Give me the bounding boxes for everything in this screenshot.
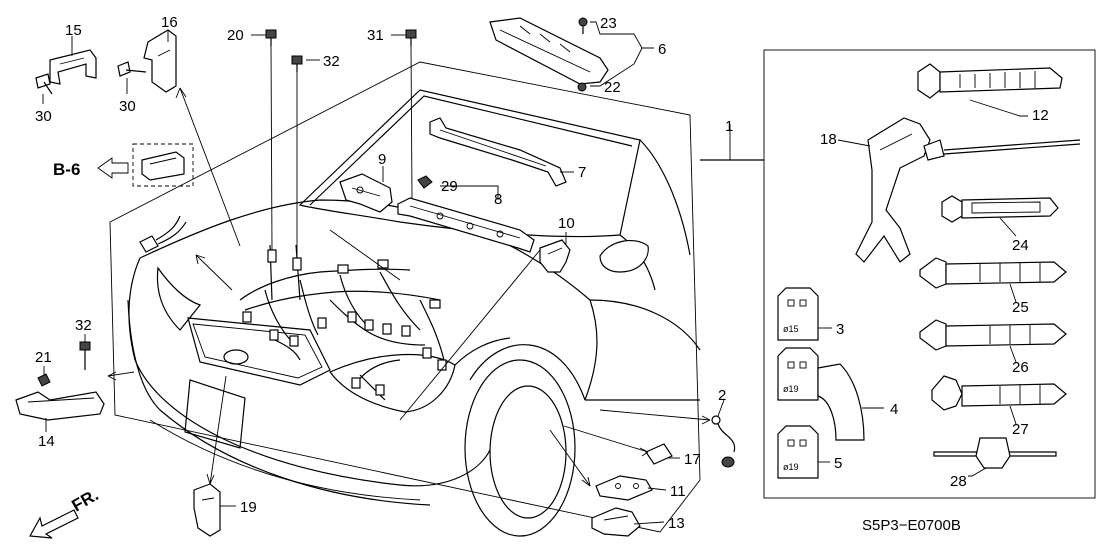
label-32-left: 32 (75, 317, 92, 334)
bracket-19 (193, 483, 221, 537)
label-8: 8 (494, 191, 502, 208)
label-11: 11 (670, 483, 686, 500)
clip-27 (931, 375, 1067, 411)
bracket-8 (397, 197, 535, 253)
bolt-30-right (117, 61, 147, 77)
holder-18 (855, 117, 1081, 263)
bracket-17 (645, 443, 673, 465)
label-6: 6 (658, 41, 666, 58)
label-22: 22 (604, 79, 621, 96)
label-13: 13 (668, 515, 685, 532)
front-direction-arrow (29, 509, 79, 539)
label-12: 12 (1032, 107, 1049, 124)
part-labels: 15 16 30 30 20 32 31 23 6 22 7 9 29 8 10… (35, 14, 1049, 534)
bolt-20 (265, 29, 277, 46)
bolt-32-top (291, 55, 303, 72)
bracket-9 (339, 173, 393, 213)
grommet-5: ø19 (777, 425, 819, 479)
label-24: 24 (1012, 237, 1029, 254)
label-18: 18 (820, 131, 837, 148)
label-3: 3 (836, 321, 844, 338)
bracket-7 (429, 117, 567, 187)
grommet-3: ø15 (777, 287, 819, 341)
sensor-2 (711, 415, 736, 468)
b6-reference (97, 143, 194, 187)
clip-28 (933, 437, 1057, 469)
clip-12 (917, 63, 1063, 99)
label-26: 26 (1012, 359, 1029, 376)
grommet-3-size: ø15 (783, 324, 799, 334)
grommet-4-size: ø19 (783, 384, 799, 394)
clip-26 (919, 319, 1067, 351)
reference-b6: B-6 (53, 160, 80, 179)
label-4: 4 (890, 401, 898, 418)
bracket-10 (539, 239, 571, 273)
leader-lines (42, 21, 1028, 525)
bracket-11 (595, 475, 653, 501)
label-15: 15 (65, 22, 82, 39)
bracket-13 (591, 507, 641, 537)
bolt-32-left (79, 341, 91, 370)
cover-6 (489, 17, 609, 85)
engine-wire-harness (239, 244, 447, 401)
label-17: 17 (684, 451, 701, 468)
label-30-left: 30 (35, 108, 52, 125)
assembly-frame (109, 49, 1096, 533)
label-20: 20 (227, 27, 244, 44)
clip-24 (941, 195, 1059, 223)
label-1: 1 (725, 118, 733, 135)
label-27: 27 (1012, 421, 1029, 438)
label-25: 25 (1012, 299, 1029, 316)
sensor-lead-left (139, 215, 187, 253)
label-32-top: 32 (323, 53, 340, 70)
nut-29 (417, 175, 433, 189)
label-9: 9 (378, 151, 386, 168)
clip-25 (919, 257, 1067, 289)
label-31: 31 (367, 27, 384, 44)
label-28: 28 (950, 473, 967, 490)
label-2: 2 (718, 387, 726, 404)
nut-22 (577, 82, 587, 92)
bolt-30-left (35, 73, 53, 95)
bracket-15 (49, 49, 97, 85)
label-10: 10 (558, 215, 575, 232)
car-body-illustration (127, 89, 701, 537)
diagram-code: S5P3−E0700B (862, 517, 961, 534)
bracket-14 (15, 391, 105, 421)
grommet-4: ø19 (777, 347, 865, 441)
bolt-23 (578, 17, 588, 34)
bracket-16 (143, 29, 177, 93)
label-16: 16 (161, 14, 178, 31)
label-29: 29 (441, 178, 458, 195)
bolt-31 (405, 29, 417, 46)
label-14: 14 (38, 433, 55, 450)
label-21: 21 (35, 349, 52, 366)
label-19: 19 (240, 499, 257, 516)
label-23: 23 (600, 15, 617, 32)
bolt-21 (37, 373, 51, 387)
grommet-5-size: ø19 (783, 462, 799, 472)
label-30-right: 30 (119, 98, 136, 115)
label-5: 5 (834, 455, 842, 472)
label-7: 7 (578, 164, 586, 181)
